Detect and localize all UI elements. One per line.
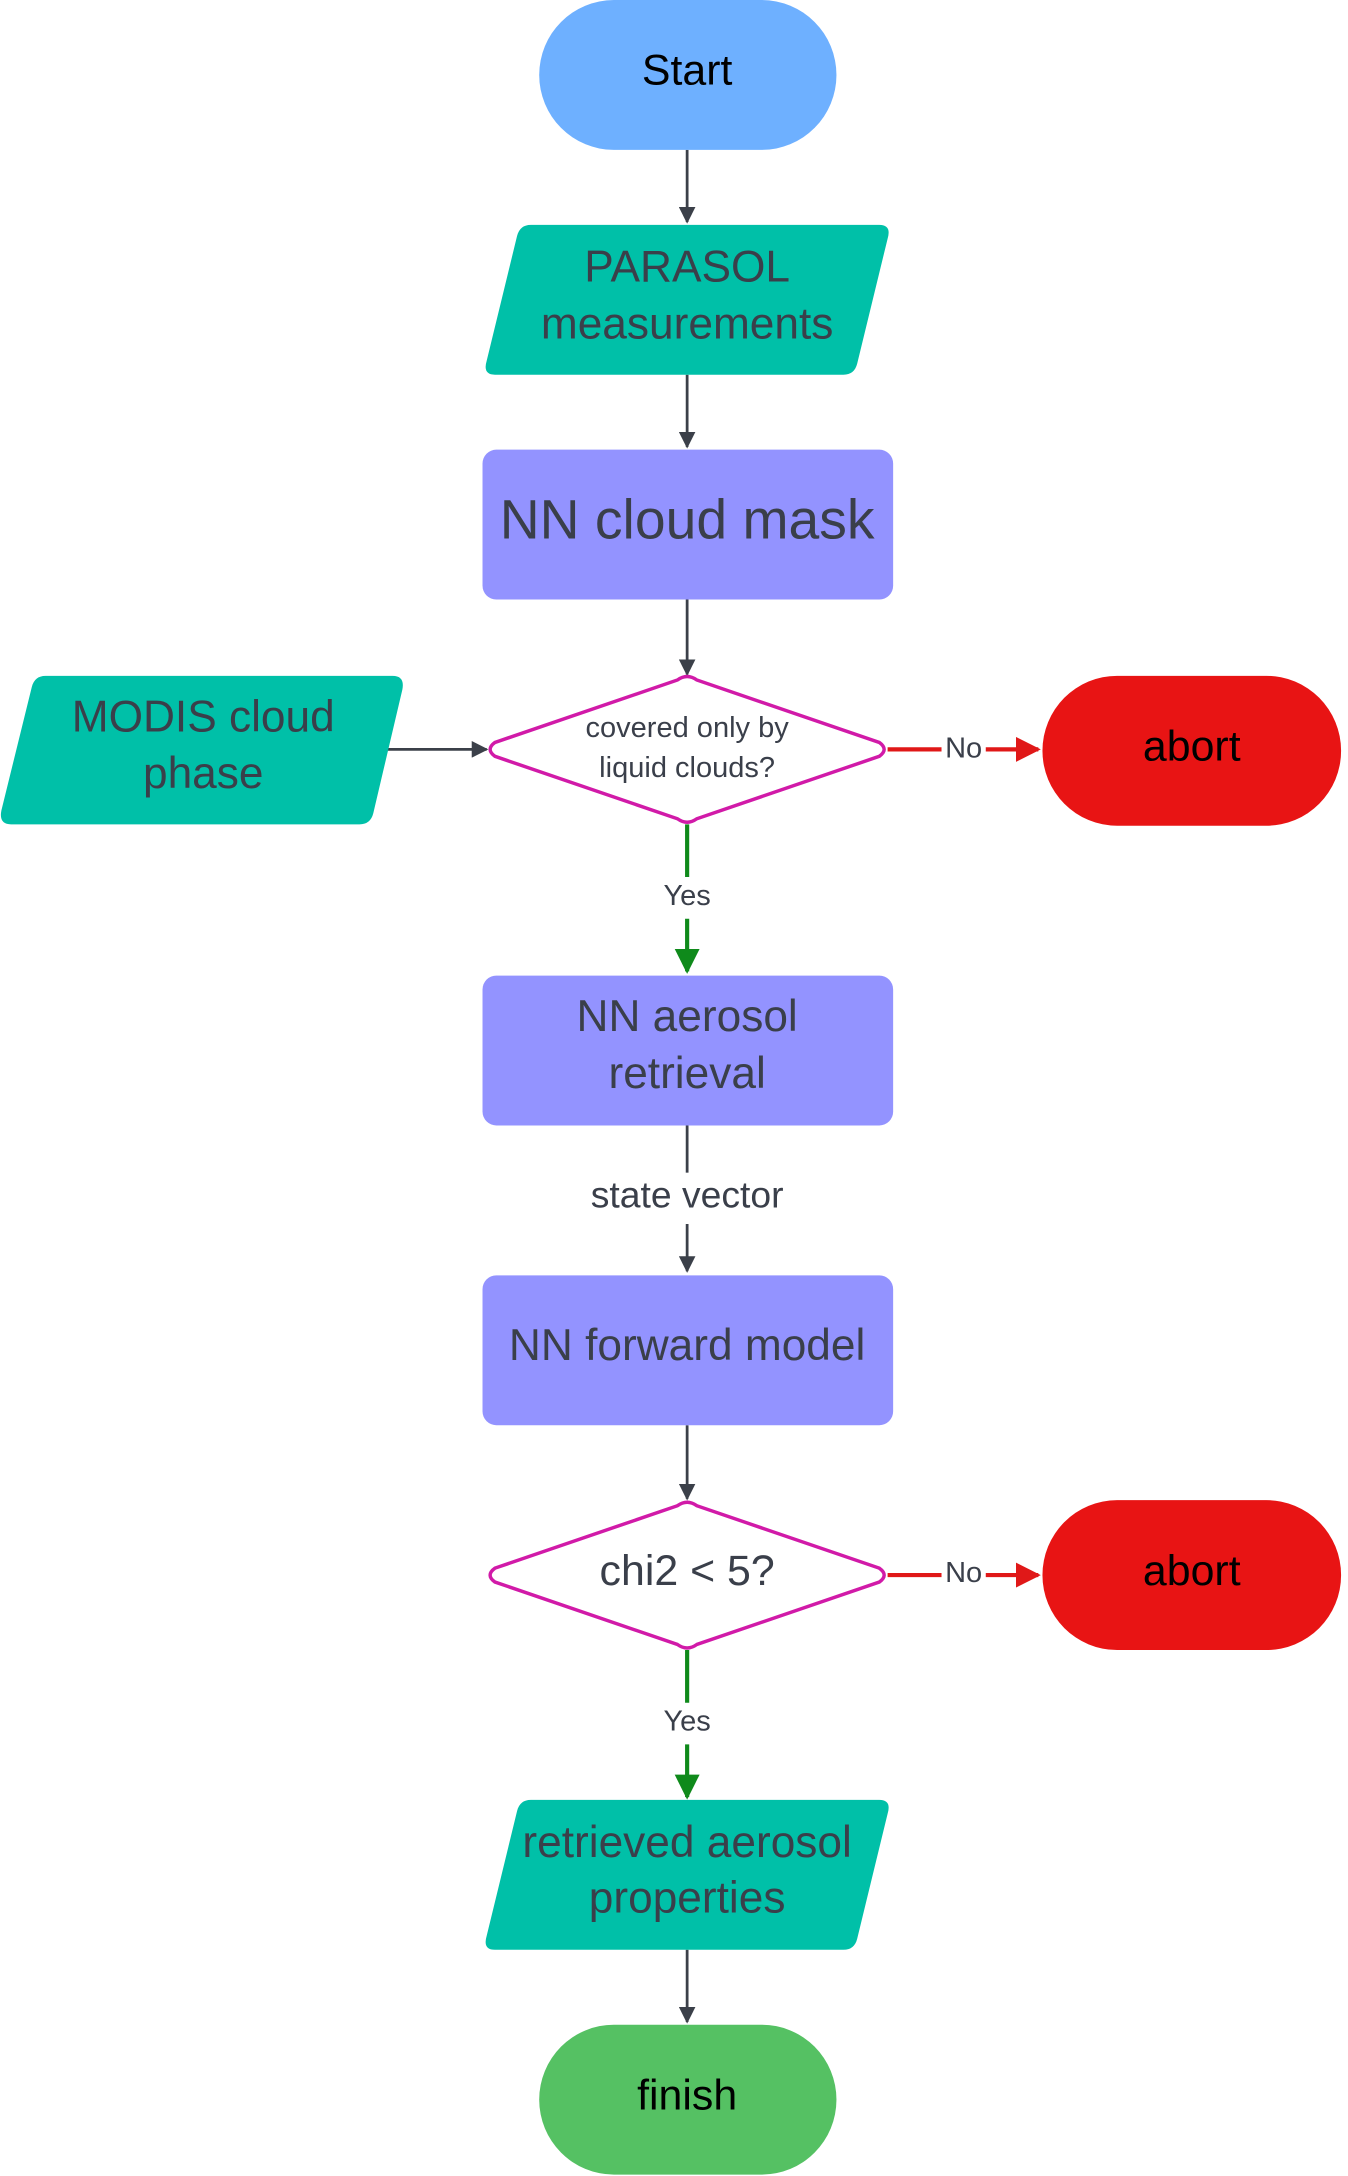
connectors [387,149,1041,2024]
decision1-label-line1: covered only by [585,712,789,744]
modis-label-line2: phase [143,749,264,798]
start-terminal-shape [539,0,837,150]
abort2-label: abort [1143,1547,1241,1595]
node-abort-2[interactable]: abort [1042,1500,1342,1651]
decision2-yes-label: Yes [663,1705,710,1737]
start-label: Start [642,47,733,95]
node-nn-aerosol-retrieval[interactable]: NN aerosol retrieval [482,975,894,1126]
node-nn-forward-model[interactable]: NN forward model [482,1275,894,1426]
abort2-terminal-shape [1042,1500,1342,1651]
abort1-terminal-shape [1042,675,1342,826]
node-parasol-measurements[interactable]: PARASOL measurements [485,224,889,375]
decision2-no-label: No [945,1557,982,1589]
retrieved-io-shape [485,1799,889,1950]
forward-model-label: NN forward model [509,1321,865,1370]
forward-model-process-shape [482,1275,894,1426]
decision2-diamond [488,1500,886,1650]
state-vector-label: state vector [591,1173,784,1215]
node-retrieved-aerosol-properties[interactable]: retrieved aerosol properties [485,1799,889,1950]
abort1-label: abort [1143,722,1241,770]
node-nn-cloud-mask[interactable]: NN cloud mask [482,449,894,600]
retrieved-label-line2: properties [589,1873,786,1922]
node-decision-chi2[interactable]: chi2 < 5? [488,1500,886,1650]
node-start[interactable]: Start [539,0,837,150]
cloud-mask-process-shape [482,449,894,600]
aerosol-retrieval-label-line1: NN aerosol [577,992,798,1041]
modis-label-line1: MODIS cloud [72,692,335,741]
parasol-label-line2: measurements [541,300,834,349]
modis-io-shape [0,675,403,825]
decision1-diamond [488,674,886,824]
cloud-mask-label: NN cloud mask [500,488,875,550]
decision1-label-line2: liquid clouds? [599,752,775,784]
decision1-no-label: No [945,733,982,765]
finish-label: finish [637,2071,737,2119]
decision1-yes-label: Yes [663,880,710,912]
parasol-io-shape [485,224,889,375]
node-abort-1[interactable]: abort [1042,675,1342,826]
node-modis-cloud-phase[interactable]: MODIS cloud phase [0,675,403,825]
retrieved-label-line1: retrieved aerosol [522,1818,851,1867]
finish-terminal-shape [539,2024,837,2175]
node-finish[interactable]: finish [539,2024,837,2175]
decision2-label: chi2 < 5? [600,1547,775,1595]
node-decision-liquid-clouds[interactable]: covered only by liquid clouds? [488,674,886,824]
aerosol-retrieval-label-line2: retrieval [608,1049,765,1098]
parasol-label-line1: PARASOL [584,243,790,292]
aerosol-retrieval-process-shape [482,975,894,1126]
